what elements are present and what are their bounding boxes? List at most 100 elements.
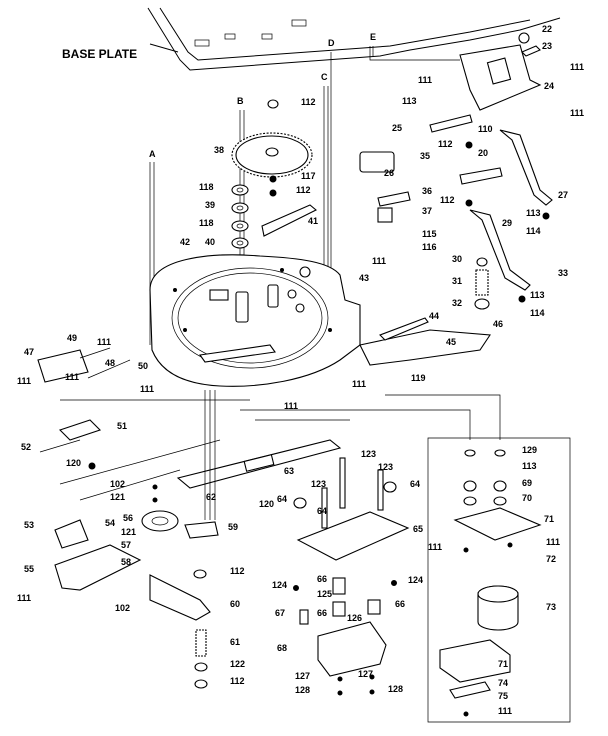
lower-left-assembly (54, 484, 219, 689)
part-callout: 47 (24, 347, 34, 357)
part-callout: 111 (17, 376, 31, 386)
part-callout: 74 (498, 678, 508, 688)
part-callout: 127 (295, 671, 310, 681)
part-callout: 123 (378, 462, 393, 472)
section-letter-c: C (321, 72, 328, 82)
part-callout: 54 (105, 518, 115, 528)
part-callout: 62 (206, 492, 216, 502)
section-letter-e: E (370, 32, 376, 42)
part-callout: 44 (429, 311, 439, 321)
part-callout: 24 (544, 81, 554, 91)
part-callout: 31 (452, 276, 462, 286)
part-callout: 66 (317, 608, 327, 618)
part-callout: 118 (199, 182, 214, 192)
part-callout: 102 (115, 603, 130, 613)
washer-stack (231, 184, 249, 249)
part-callout: 60 (230, 599, 240, 609)
part-callout: 43 (359, 273, 369, 283)
part-callout: 113 (522, 461, 537, 471)
part-callout: 27 (558, 190, 568, 200)
part-callout: 32 (452, 298, 462, 308)
part-callout: 111 (428, 542, 442, 552)
part-callout: 35 (420, 151, 430, 161)
part-callout: 23 (542, 41, 552, 51)
part-callout: 111 (418, 75, 432, 85)
part-callout: 114 (530, 308, 545, 318)
part-callout: 38 (214, 145, 224, 155)
part-callout: 111 (284, 401, 298, 411)
part-callout: 114 (526, 226, 541, 236)
section-letter-d: D (328, 38, 335, 48)
part-callout: 66 (395, 599, 405, 609)
part-callout: 129 (522, 445, 537, 455)
part-callout: 71 (498, 659, 508, 669)
part-callout: 111 (97, 337, 111, 347)
part-callout: 68 (277, 643, 287, 653)
part-callout: 39 (205, 200, 215, 210)
part-callout: 52 (21, 442, 31, 452)
base-plate-title: BASE PLATE (62, 47, 137, 61)
part-callout: 37 (422, 206, 432, 216)
part-callout: 124 (408, 575, 423, 585)
part-callout: 65 (413, 524, 423, 534)
part-callout: 36 (422, 186, 432, 196)
part-callout: 115 (422, 229, 437, 239)
part-callout: 128 (388, 684, 403, 694)
part-callout: 61 (230, 637, 240, 647)
motor-assembly (427, 437, 571, 723)
part-callout: 59 (228, 522, 238, 532)
part-callout: 113 (526, 208, 541, 218)
part-callout: 41 (308, 216, 318, 226)
part-callout: 111 (352, 379, 366, 389)
part-callout: 118 (199, 218, 214, 228)
part-callout: 111 (570, 108, 584, 118)
arm-41 (261, 204, 317, 237)
part-callout: 20 (478, 148, 488, 158)
part-callout: 112 (230, 566, 245, 576)
part-callout: 33 (558, 268, 568, 278)
part-callout: 122 (230, 659, 245, 669)
base-plate (147, 7, 561, 71)
part-callout: 128 (295, 685, 310, 695)
part-callout: 121 (121, 527, 136, 537)
part-callout: 121 (110, 492, 125, 502)
part-callout: 112 (301, 97, 316, 107)
part-callout: 69 (522, 478, 532, 488)
part-callout: 112 (438, 139, 453, 149)
part-callout: 25 (392, 123, 402, 133)
part-callout: 30 (452, 254, 462, 264)
part-callout: 125 (317, 589, 332, 599)
part-callout: 117 (301, 171, 316, 181)
part-callout: 119 (411, 373, 426, 383)
part-callout: 42 (180, 237, 190, 247)
part-callout: 111 (372, 256, 386, 266)
part-callout: 67 (275, 608, 285, 618)
part-callout: 58 (121, 557, 131, 567)
part-callout: 111 (17, 593, 31, 603)
part-callout: 113 (402, 96, 417, 106)
section-letter-b: B (237, 96, 244, 106)
part-callout: 102 (110, 479, 125, 489)
part-callout: 48 (105, 358, 115, 368)
part-callout: 40 (205, 237, 215, 247)
part-callout: 112 (296, 185, 311, 195)
part-callout: 64 (277, 494, 287, 504)
part-callout: 120 (66, 458, 81, 468)
part-callout: 127 (358, 669, 373, 679)
part-callout: 49 (67, 333, 77, 343)
guide-lines (59, 390, 501, 520)
block-63 (243, 454, 275, 472)
part-callout: 110 (478, 124, 493, 134)
gear-38 (231, 99, 313, 197)
section-letter-a: A (149, 149, 156, 159)
part-callout: 112 (230, 676, 245, 686)
part-callout: 72 (546, 554, 556, 564)
part-callout: 75 (498, 691, 508, 701)
part-callout: 50 (138, 361, 148, 371)
part-callout: 111 (498, 706, 512, 716)
part-callout: 45 (446, 337, 456, 347)
part-callout: 112 (440, 195, 455, 205)
part-callout: 120 (259, 499, 274, 509)
